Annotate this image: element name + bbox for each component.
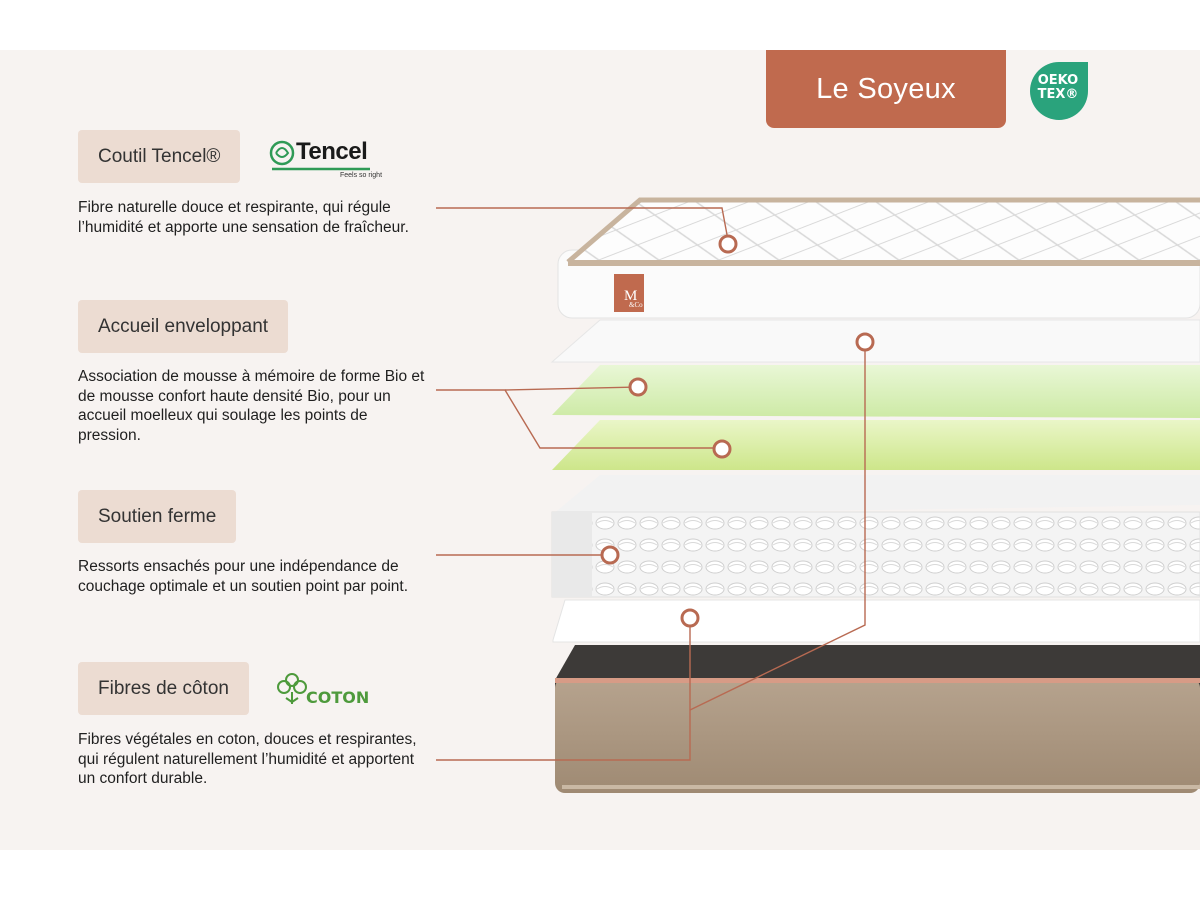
tencel-cover-layer [557,197,1200,319]
brand-tag: M &Co [614,274,644,312]
mattress-layers-illustration: M &Co [436,197,1200,793]
cotton-flower-icon [277,673,307,704]
brand-tag-line1: M [624,288,637,304]
base-layer [555,645,1200,793]
layer-description-soutien: Ressorts ensachés pour une indépendance … [78,558,409,595]
layer-description-tencel: Fibre naturelle douce et respirante, qui… [78,199,409,236]
comfort-foam-layer [552,365,1200,418]
layer-title-tencel: Coutil Tencel® [78,130,241,183]
coton-logo-word: COTON [306,688,370,707]
base-foam-layer [552,599,1200,643]
tencel-leaf-icon [269,140,370,171]
oeko-tex-line1: OEKO [1037,73,1079,88]
top-foam-layer [550,319,1200,363]
oeko-tex-badge-icon [1030,62,1088,120]
memory-foam-layer [552,420,1200,470]
layer-description-accueil: Association de mousse à mémoire de forme… [78,368,425,444]
springs-layer [551,475,1200,598]
tencel-logo-word: Tencel [296,138,368,165]
callout-lines [436,207,866,761]
tencel-logo-tagline: Feels so right [340,172,383,179]
layer-title-soutien: Soutien ferme [78,490,237,543]
brand-tag-line2: &Co [629,301,643,309]
callout-dots [600,234,875,628]
oeko-tex-line2: TEX® [1037,87,1079,102]
layer-title-accueil: Accueil enveloppant [78,300,289,353]
layer-description-coton: Fibres végétales en coton, douces et res… [78,731,417,787]
layer-title-coton: Fibres de côton [78,662,249,715]
product-title: Le Soyeux [766,50,1006,128]
product-infographic: M &Co Le Soyeux OEKO TEX® Cou [0,50,1200,850]
oeko-tex-label: OEKO TEX® [1032,74,1084,102]
